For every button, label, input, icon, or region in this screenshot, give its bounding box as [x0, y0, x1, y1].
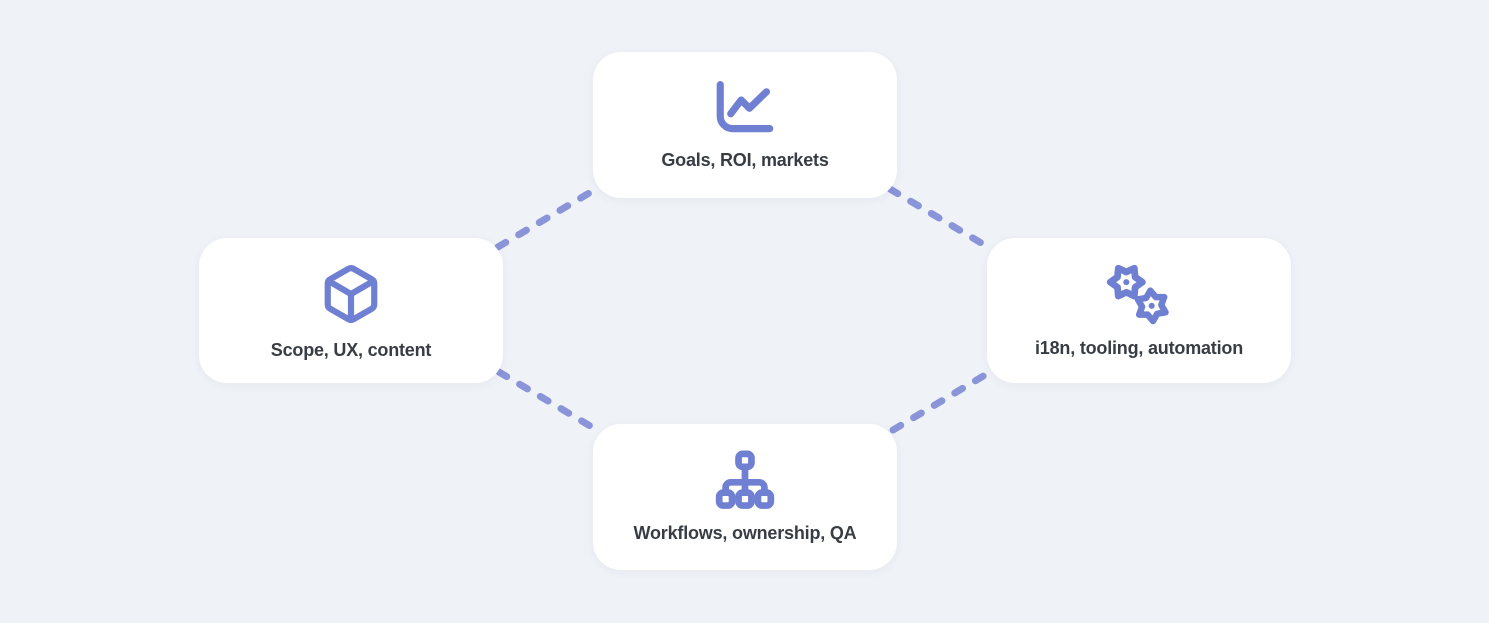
diagram-node-goals-roi-markets: Goals, ROI, markets: [593, 52, 897, 198]
line-chart-icon: [712, 79, 778, 137]
diagram-node-i18n-tooling-automation: i18n, tooling, automation: [987, 238, 1291, 383]
connector-group: [494, 185, 994, 434]
diagram-node-label: Workflows, ownership, QA: [633, 523, 857, 543]
connector-bottom-right: [889, 368, 994, 434]
diagram-node-scope-ux-content: Scope, UX, content: [199, 238, 503, 383]
connector-top-right: [886, 185, 992, 251]
diagram-node-label: i18n, tooling, automation: [1035, 337, 1243, 358]
diagram-node-workflows-ownership-qa: Workflows, ownership, QA: [593, 424, 897, 570]
sitemap-icon: [714, 450, 776, 510]
cube-icon: [320, 261, 382, 327]
connector-left-bottom: [495, 368, 601, 434]
gears-icon: [1106, 263, 1172, 325]
connector-left-top: [494, 185, 600, 251]
diagram-node-label: Goals, ROI, markets: [661, 150, 829, 170]
diagram-node-label: Scope, UX, content: [270, 339, 432, 360]
